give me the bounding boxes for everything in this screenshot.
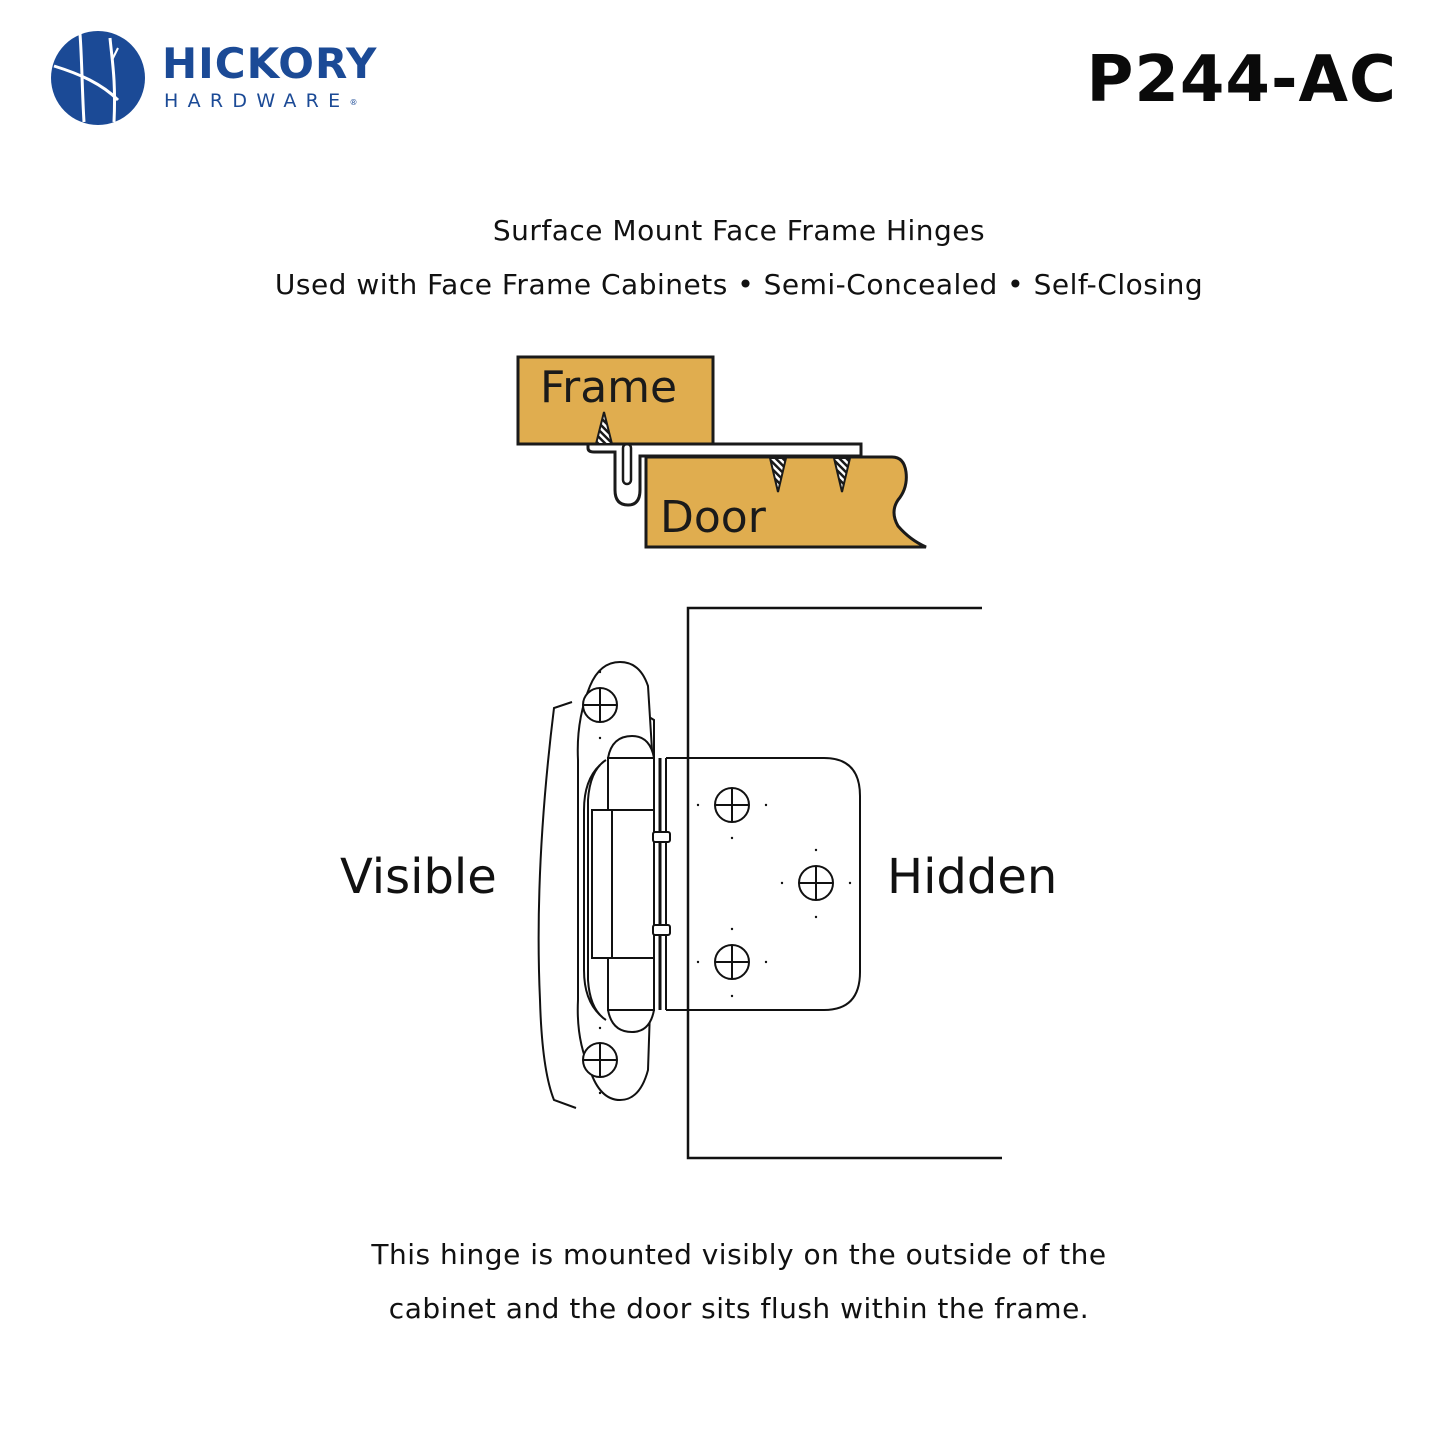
brand-subtitle: HARDWARE® — [164, 90, 357, 112]
hickory-branch-logo-icon — [51, 31, 145, 125]
frame-block — [516, 355, 715, 446]
door-block — [644, 455, 927, 549]
door-label: Door — [660, 492, 767, 543]
brand-name: HICKORY — [162, 39, 378, 88]
description-line-2: cabinet and the door sits flush within t… — [388, 1292, 1090, 1325]
brand-sub-text: HARDWARE — [164, 90, 350, 112]
hidden-side-label: Hidden — [887, 849, 1058, 905]
screw-icon — [768, 457, 788, 493]
product-features: Used with Face Frame Cabinets • Semi-Con… — [274, 268, 1204, 301]
frame-label: Frame — [540, 362, 677, 413]
screw-icon — [832, 457, 852, 493]
model-number: P244-AC — [1086, 43, 1397, 117]
description-line-1: This hinge is mounted visibly on the out… — [371, 1238, 1107, 1271]
hinge-front-view — [537, 606, 1002, 1160]
product-category-title: Surface Mount Face Frame Hinges — [492, 214, 986, 247]
frame-door-cross-section: Frame Door — [516, 355, 927, 549]
visible-side-label: Visible — [340, 849, 497, 905]
brand-logo: HICKORY HARDWARE® — [50, 30, 390, 130]
cabinet-frame-outline — [686, 606, 1002, 1160]
registered-mark: ® — [349, 98, 358, 107]
screw-icon — [594, 411, 614, 445]
